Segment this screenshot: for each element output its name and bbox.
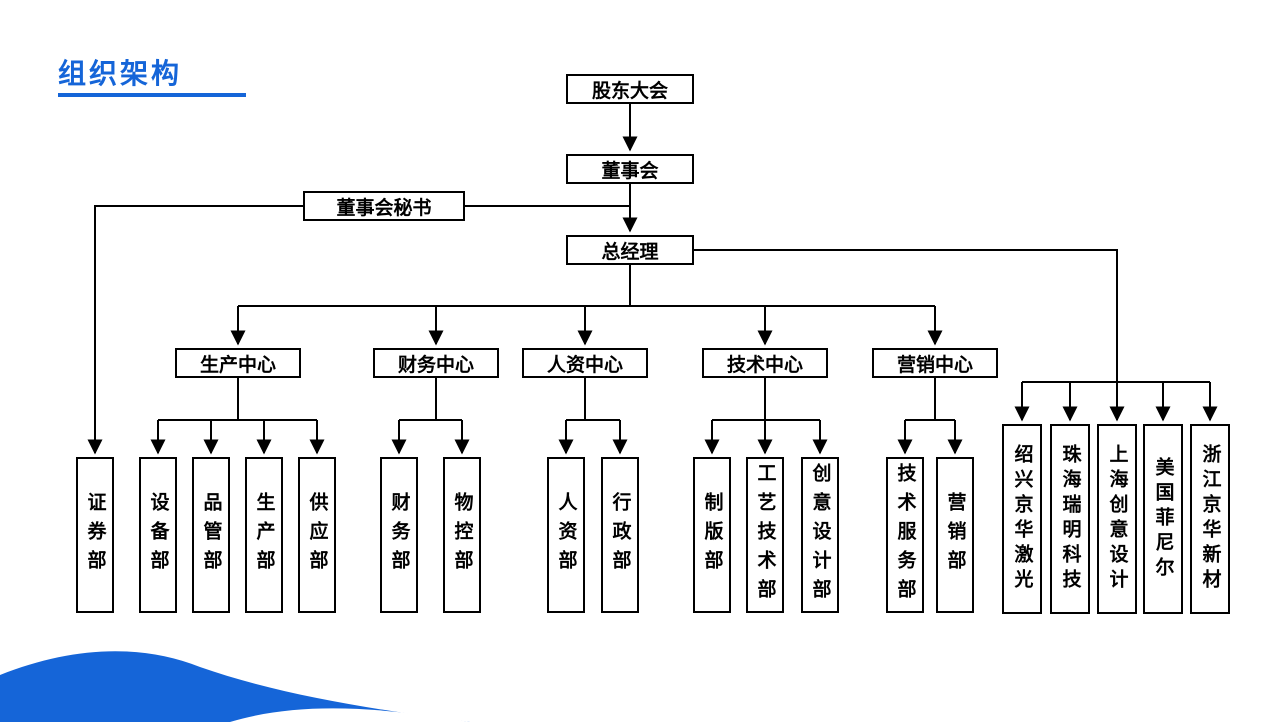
node-quality-dept: 品管部 xyxy=(192,457,230,613)
node-production-dept: 生产部 xyxy=(245,457,283,613)
node-label: 工艺技术部 xyxy=(754,462,776,608)
node-label: 行政部 xyxy=(609,491,631,579)
node-admin-dept: 行政部 xyxy=(601,457,639,613)
node-label: 美国菲尼尔 xyxy=(1152,456,1174,582)
node-platemaking-dept: 制版部 xyxy=(693,457,731,613)
node-process-tech-dept: 工艺技术部 xyxy=(746,457,784,613)
node-us-finier: 美国菲尼尔 xyxy=(1143,424,1183,614)
node-label: 物控部 xyxy=(451,491,473,579)
node-label: 技术服务部 xyxy=(894,462,916,608)
node-finance-dept: 财务部 xyxy=(380,457,418,613)
page-title: 组织架构 xyxy=(58,58,183,89)
node-board-of-directors: 董事会 xyxy=(566,154,694,184)
node-label: 供应部 xyxy=(306,491,328,579)
title-underline xyxy=(58,93,246,97)
node-label: 品管部 xyxy=(200,491,222,579)
node-label: 浙江京华新材 xyxy=(1199,444,1221,594)
node-label: 证券部 xyxy=(84,491,106,579)
node-tech-center: 技术中心 xyxy=(702,348,828,378)
node-material-control-dept: 物控部 xyxy=(443,457,481,613)
node-tech-service-dept: 技术服务部 xyxy=(886,457,924,613)
node-marketing-center: 营销中心 xyxy=(872,348,998,378)
decorative-wave xyxy=(0,651,470,722)
node-marketing-dept: 营销部 xyxy=(936,457,974,613)
node-equipment-dept: 设备部 xyxy=(139,457,177,613)
node-label: 生产部 xyxy=(253,491,275,579)
node-label: 设备部 xyxy=(147,491,169,579)
node-label: 绍兴京华激光 xyxy=(1011,444,1033,594)
node-label: 人资部 xyxy=(555,491,577,579)
node-label: 上海创意设计 xyxy=(1106,444,1128,594)
node-shanghai-creative-design: 上海创意设计 xyxy=(1097,424,1137,614)
node-production-center: 生产中心 xyxy=(175,348,301,378)
node-shaoxing-jinghua-laser: 绍兴京华激光 xyxy=(1002,424,1042,614)
node-label: 珠海瑞明科技 xyxy=(1059,444,1081,594)
node-label: 创意设计部 xyxy=(809,462,831,608)
node-hr-dept: 人资部 xyxy=(547,457,585,613)
node-zhejiang-jinghua-materials: 浙江京华新材 xyxy=(1190,424,1230,614)
node-zhuhai-ruiming-tech: 珠海瑞明科技 xyxy=(1050,424,1090,614)
node-creative-design-dept: 创意设计部 xyxy=(801,457,839,613)
node-general-manager: 总经理 xyxy=(566,235,694,265)
node-finance-center: 财务中心 xyxy=(373,348,499,378)
node-label: 财务部 xyxy=(388,491,410,579)
node-board-secretary: 董事会秘书 xyxy=(303,191,465,221)
node-securities-dept: 证券部 xyxy=(76,457,114,613)
node-supply-dept: 供应部 xyxy=(298,457,336,613)
node-hr-center: 人资中心 xyxy=(522,348,648,378)
node-label: 营销部 xyxy=(944,491,966,579)
node-label: 制版部 xyxy=(701,491,723,579)
node-shareholders-meeting: 股东大会 xyxy=(566,74,694,104)
